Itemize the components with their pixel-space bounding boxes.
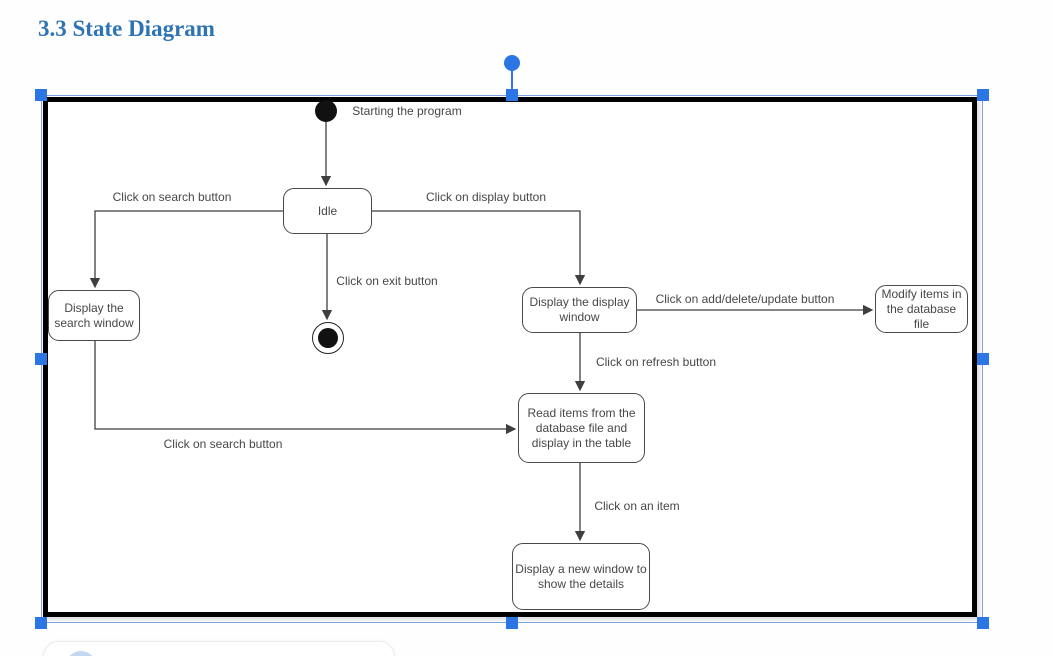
resize-handle-middle-left[interactable] bbox=[35, 353, 47, 365]
rotate-handle-stem bbox=[511, 70, 513, 91]
resize-handle-bottom-right[interactable] bbox=[977, 617, 989, 629]
resize-handle-top-right[interactable] bbox=[977, 89, 989, 101]
comment-avatar bbox=[66, 651, 96, 656]
resize-handle-top-left[interactable] bbox=[35, 89, 47, 101]
diagram-image-frame[interactable] bbox=[43, 97, 977, 617]
rotate-handle[interactable] bbox=[504, 55, 520, 71]
comment-card[interactable] bbox=[43, 641, 395, 656]
resize-handle-bottom-left[interactable] bbox=[35, 617, 47, 629]
resize-handle-middle-right[interactable] bbox=[977, 353, 989, 365]
resize-handle-bottom-center[interactable] bbox=[506, 617, 518, 629]
resize-handle-top-center[interactable] bbox=[506, 89, 518, 101]
section-heading: 3.3 State Diagram bbox=[38, 16, 215, 41]
